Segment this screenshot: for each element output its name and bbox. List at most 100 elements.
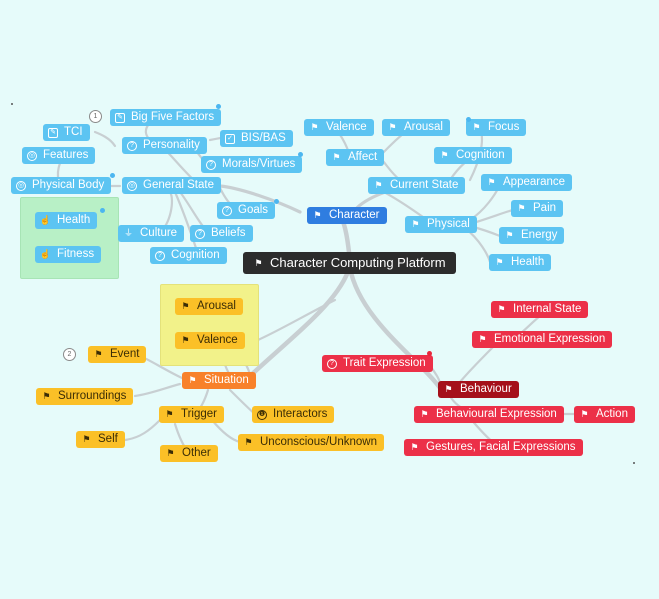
node-label: Arousal [404,121,443,133]
node-tci[interactable]: ✎ TCI [43,124,90,141]
node-label: Surroundings [58,390,127,402]
node-focus[interactable]: ⚑ Focus [466,119,527,136]
count-badge[interactable]: 2 [63,348,76,361]
people-icon: ❶ [257,409,267,420]
node-event[interactable]: ⚑ Event [88,346,147,363]
node-emotional-expression[interactable]: ⚑ Emotional Expression [472,331,613,348]
edit-icon: ✎ [115,112,125,123]
flag-icon: ⚑ [313,210,322,220]
node-label: Valence [326,121,367,133]
node-label: Situation [204,374,249,386]
flag-icon: ⚑ [181,301,190,311]
node-unconscious[interactable]: ⚑ Unconscious/Unknown [238,434,384,451]
node-affect[interactable]: ⚑ Affect [326,149,385,166]
node-valence-yellow[interactable]: ⚑ Valence [175,332,245,349]
flag-icon: ⚑ [332,152,341,162]
node-label: Features [43,149,89,161]
node-action[interactable]: ⚑ Action [574,406,635,423]
node-surroundings[interactable]: ⚑ Surroundings [36,388,134,405]
node-label: Valence [197,334,238,346]
node-self[interactable]: ⚑ Self [76,431,125,448]
node-label: Energy [521,229,558,241]
node-cognition-right[interactable]: ⚑ Cognition [434,147,512,164]
node-label: Health [511,256,545,268]
node-pain[interactable]: ⚑ Pain [511,200,564,217]
flag-icon: ⚑ [420,409,429,419]
node-trait-expression[interactable]: ? Trait Expression [322,355,433,372]
flag-icon: ⚑ [181,335,190,345]
node-label: Morals/Virtues [222,158,296,170]
node-label: Trait Expression [343,357,426,369]
node-current-state[interactable]: ⚑ Current State [368,177,466,194]
node-physical-body[interactable]: ◎ Physical Body [11,177,112,194]
node-internal-state[interactable]: ⚑ Internal State [491,301,589,318]
node-cognition-left[interactable]: ? Cognition [150,247,227,264]
node-features[interactable]: ◎ Features [22,147,96,164]
flag-icon: ⚑ [472,122,481,132]
central-topic[interactable]: ⚑ Character Computing Platform [243,252,456,274]
node-situation[interactable]: ⚑ Situation [182,372,256,389]
node-big-five[interactable]: ✎ Big Five Factors [110,109,222,126]
node-label: Character [329,209,380,221]
badge-label: 1 [93,113,98,120]
node-label: Appearance [503,176,566,188]
flag-icon: ⚑ [440,150,449,160]
node-label: Self [98,433,118,445]
question-icon: ? [195,228,205,239]
flag-icon: ⚑ [495,257,504,267]
node-label: Physical [427,218,470,230]
node-label: Physical Body [32,179,105,191]
flag-icon: ⚑ [580,409,589,419]
hand-icon: ☝ [39,249,52,259]
node-health-right[interactable]: ⚑ Health [489,254,552,271]
node-character[interactable]: ⚑ Character [307,207,387,224]
plug-icon: ⏚ [123,228,133,238]
node-valence-top[interactable]: ⚑ Valence [304,119,374,136]
node-energy[interactable]: ⚑ Energy [499,227,565,244]
node-label: Arousal [197,300,236,312]
node-arousal-top[interactable]: ⚑ Arousal [382,119,450,136]
flag-icon: ⚑ [374,180,383,190]
marker-dot [100,208,105,213]
flag-icon: ⚑ [497,304,506,314]
flag-icon: ⚑ [188,375,197,385]
node-culture[interactable]: ⏚ Culture [118,225,185,242]
node-label: Focus [488,121,520,133]
node-physical[interactable]: ⚑ Physical [405,216,477,233]
central-topic-label: Character Computing Platform [270,255,446,270]
node-fitness[interactable]: ☝ Fitness [35,246,102,263]
node-other[interactable]: ⚑ Other [160,445,218,462]
marker-dot [274,199,279,204]
hand-icon: ☝ [39,215,52,225]
question-icon: ? [127,140,137,151]
node-trigger[interactable]: ⚑ Trigger [159,406,224,423]
node-morals-virtues[interactable]: ? Morals/Virtues [201,156,303,173]
node-gestures[interactable]: ⚑ Gestures, Facial Expressions [404,439,583,456]
node-behavioural-expression[interactable]: ⚑ Behavioural Expression [414,406,564,423]
node-goals[interactable]: ? Goals [217,202,276,219]
node-arousal-yellow[interactable]: ⚑ Arousal [175,298,243,315]
node-label: Cognition [456,149,505,161]
node-label: Event [110,348,140,360]
node-health-green[interactable]: ☝ Health [35,212,98,229]
node-label: Affect [348,151,378,163]
node-general-state[interactable]: ◎ General State [122,177,221,194]
question-icon: ? [327,358,337,369]
node-personality[interactable]: ? Personality [122,137,207,154]
node-label: Other [182,447,211,459]
marker-dot [298,152,303,157]
flag-icon: ⚑ [165,409,174,419]
node-interactors[interactable]: ❶ Interactors [252,406,335,423]
node-label: Cognition [171,249,220,261]
node-label: Interactors [273,408,328,420]
node-label: Internal State [513,303,582,315]
node-appearance[interactable]: ⚑ Appearance [481,174,573,191]
flag-icon: ⚑ [444,384,453,394]
node-beliefs[interactable]: ? Beliefs [190,225,253,242]
node-behaviour[interactable]: ⚑ Behaviour [438,381,519,398]
node-bis-bas[interactable]: ✓ BIS/BAS [220,130,293,147]
count-badge[interactable]: 1 [89,110,102,123]
node-label: Health [57,214,91,226]
node-label: Behaviour [460,383,512,395]
